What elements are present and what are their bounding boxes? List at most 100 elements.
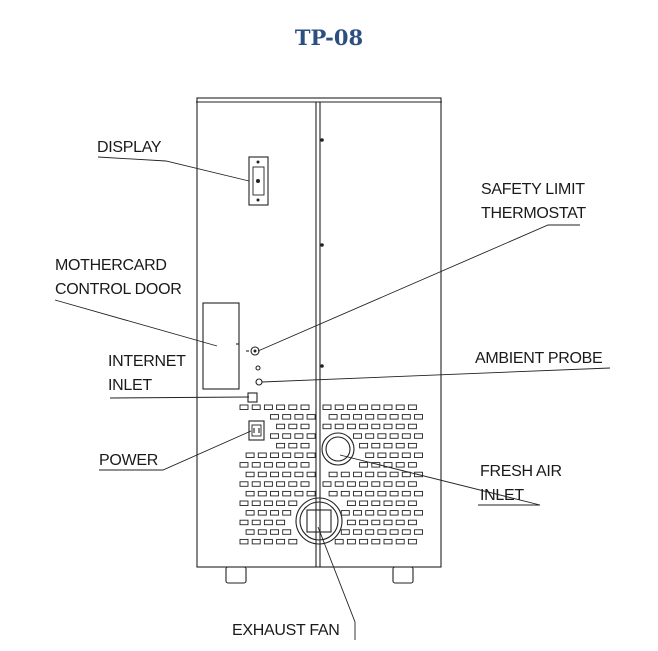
vent-slot — [334, 404, 344, 410]
vent-slot — [263, 481, 273, 487]
vent-slot — [414, 529, 423, 535]
vent-slot — [377, 490, 387, 497]
vent-slot — [346, 481, 356, 487]
vent-slot — [300, 423, 310, 430]
vent-slot — [282, 414, 292, 420]
vent-slot — [414, 433, 423, 439]
vent-slot — [401, 510, 411, 516]
vent-slot — [377, 433, 387, 439]
vent-slot — [276, 538, 286, 545]
label-mothercard: MOTHERCARD — [55, 257, 167, 274]
vent-slot — [288, 481, 298, 487]
vent-slot — [245, 490, 255, 497]
vent-slot — [371, 423, 381, 430]
vent-slot — [306, 414, 316, 420]
vent-slot — [359, 404, 369, 410]
vent-slot — [359, 423, 369, 430]
vent-slot — [288, 442, 298, 449]
vent-slot — [288, 423, 298, 430]
vent-slot — [365, 414, 375, 420]
vent-slot — [346, 519, 356, 526]
vent-slot — [270, 433, 279, 439]
vent-slot — [300, 481, 310, 487]
label-display: DISPLAY — [97, 139, 162, 156]
vent-slot — [371, 500, 381, 506]
vent-slot — [328, 471, 338, 478]
vent-slot — [359, 538, 369, 545]
vent-slot — [359, 500, 369, 506]
vent-slot — [251, 519, 261, 526]
vent-slot — [306, 490, 316, 497]
vent-slot — [395, 538, 405, 545]
vent-slot — [294, 490, 304, 497]
mothercard-control-door — [202, 302, 240, 390]
vent-slot — [300, 404, 310, 410]
vent-slot — [334, 538, 344, 545]
vent-slot — [322, 481, 332, 487]
vent-slot — [383, 519, 393, 526]
vent-slot — [383, 423, 393, 430]
vent-slot — [276, 404, 286, 410]
vent-slot — [322, 404, 332, 410]
vent-slot — [306, 471, 316, 478]
vent-slot — [389, 452, 399, 458]
vent-slot — [334, 481, 344, 487]
label-control-door: CONTROL DOOR — [55, 281, 181, 298]
vent-slot — [340, 510, 350, 516]
vent-grille-right — [322, 404, 423, 545]
label-power: POWER — [99, 452, 158, 469]
diagram-title: TP-08 — [295, 25, 363, 50]
vent-slot — [257, 510, 267, 516]
vent-slot — [294, 452, 304, 458]
stove-body — [196, 97, 442, 568]
vent-slot — [340, 414, 350, 420]
vent-slot — [346, 404, 356, 410]
vent-slot — [359, 519, 369, 526]
vent-slot — [371, 519, 381, 526]
vent-slot — [407, 481, 417, 487]
vent-slot — [328, 490, 338, 497]
vent-slot — [359, 462, 369, 468]
vent-slot — [245, 452, 255, 458]
vent-slot — [251, 404, 261, 410]
vent-slot — [407, 500, 417, 506]
vent-slot — [414, 510, 423, 516]
label-ambient-probe: AMBIENT PROBE — [475, 350, 602, 367]
vent-slot — [239, 462, 249, 468]
vent-slot — [389, 490, 399, 497]
vent-slot — [383, 481, 393, 487]
vent-slot — [263, 404, 273, 410]
vent-slot — [270, 414, 279, 420]
vent-slot — [401, 433, 411, 439]
vent-slot — [276, 519, 286, 526]
vent-slot — [377, 529, 387, 535]
vent-slot — [395, 423, 405, 430]
vent-slot — [353, 510, 362, 516]
label-exhaust-fan: EXHAUST FAN — [232, 622, 340, 639]
power-socket — [248, 420, 265, 441]
exhaust-fan-pipe — [295, 497, 343, 545]
small-port — [255, 365, 261, 371]
vent-slot — [401, 452, 411, 458]
vent-slot — [270, 529, 279, 535]
vent-slot — [414, 490, 423, 497]
vent-slot — [270, 510, 279, 516]
label-fresh-air: FRESH AIR — [480, 463, 562, 480]
vent-slot — [282, 529, 292, 535]
vent-slot — [340, 490, 350, 497]
vent-slot — [377, 452, 387, 458]
vent-slot — [407, 423, 417, 430]
vent-slot — [328, 414, 338, 420]
vent-slot — [282, 452, 292, 458]
vent-slot — [300, 462, 310, 468]
vent-slot — [389, 510, 399, 516]
vent-slot — [401, 414, 411, 420]
vent-slot — [395, 481, 405, 487]
vent-slot — [251, 500, 261, 506]
vent-slot — [371, 538, 381, 545]
vent-slot — [353, 414, 362, 420]
label-thermostat: THERMOSTAT — [481, 205, 586, 222]
vent-slot — [245, 510, 255, 516]
vent-slot — [263, 538, 273, 545]
vent-slot — [389, 414, 399, 420]
